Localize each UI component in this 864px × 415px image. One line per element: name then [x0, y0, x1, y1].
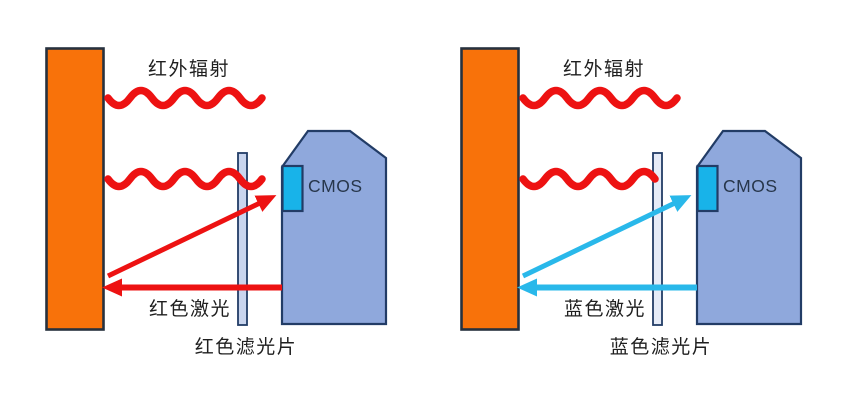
red-filter-label: 红色滤光片: [194, 337, 298, 358]
infrared-radiation-label: 红外辐射: [147, 59, 231, 80]
cmos-sensor-window: [281, 164, 304, 213]
red-filter-panel: 红外辐射 红色激光 红色滤光片 CMOS: [45, 47, 388, 358]
blue-filter-panel: 红外辐射 蓝色激光 蓝色滤光片 CMOS: [415, 0, 847, 415]
blue-filter-label: 蓝色滤光片: [609, 337, 713, 358]
red-laser-label: 红色激光: [148, 299, 232, 320]
orange-wall: [45, 47, 105, 331]
cmos-label: CMOS: [308, 176, 363, 196]
infrared-wave-top: [519, 86, 681, 110]
blue-laser-reflected-beam: [521, 195, 692, 279]
camera-body: [280, 129, 388, 326]
infrared-wave-bottom-blocked: [519, 167, 659, 191]
blue-filter-strip: [652, 152, 663, 326]
red-filter-strip: [237, 152, 248, 326]
orange-wall: [460, 47, 520, 331]
blue-filter-drawing: [460, 47, 803, 331]
red-filter-drawing: [45, 47, 388, 331]
cmos-label: CMOS: [723, 176, 778, 196]
infrared-wave-top: [104, 86, 266, 110]
cmos-sensor-window: [696, 164, 719, 213]
infrared-wave-bottom: [104, 167, 266, 191]
blue-laser-label: 蓝色激光: [563, 299, 647, 320]
camera-body: [695, 129, 803, 326]
infrared-radiation-label: 红外辐射: [562, 59, 646, 80]
red-laser-reflected-beam: [106, 195, 277, 279]
